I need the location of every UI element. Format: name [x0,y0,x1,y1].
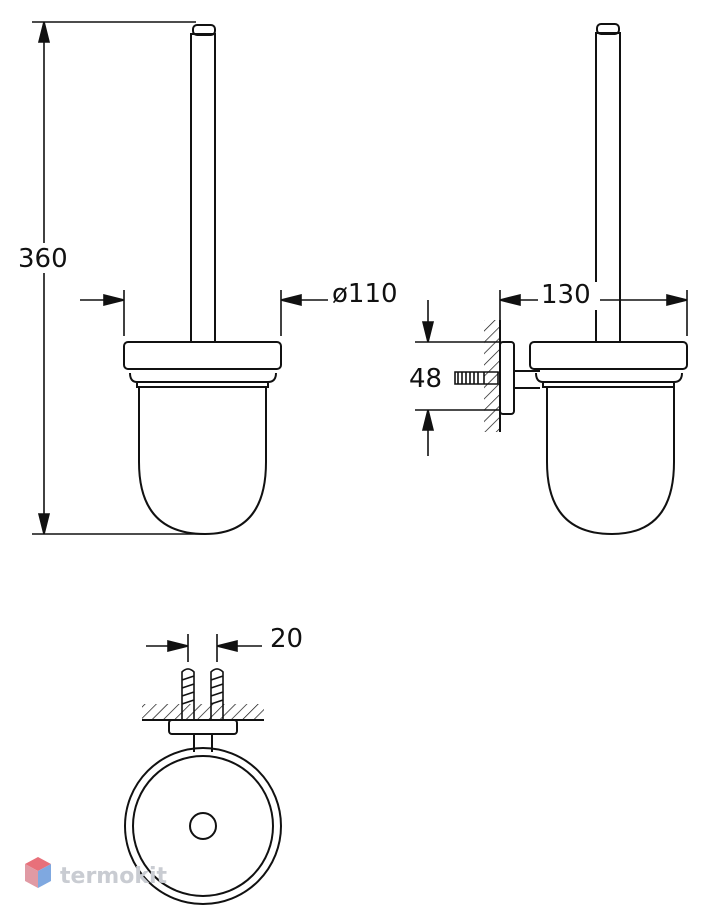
top-view [124,668,282,905]
side-wall-plate [499,341,515,415]
top-arm [193,734,213,752]
diameter-dimension [80,290,328,336]
side-lid [529,341,688,370]
screw-spacing-dimension [146,634,262,662]
top-outer-ring [124,747,282,905]
side-glass-cup [546,387,675,536]
height-label: 360 [18,244,68,274]
bracket-height-label: 48 [409,364,442,394]
top-wall-plate [168,719,238,735]
depth-dimension [499,290,688,336]
side-rim [535,368,683,388]
front-lid [123,341,282,370]
watermark: termokit [25,857,167,889]
top-screw-right [210,668,224,720]
screw-spacing-label: 20 [270,624,303,654]
front-glass-cup [138,387,267,536]
front-handle-rod [190,33,216,343]
side-view [454,23,688,536]
side-arm [514,370,540,389]
top-inner-ring [132,755,274,897]
diameter-label: ø110 [332,279,398,309]
front-rim [129,368,277,388]
termokit-logo-icon [25,857,51,888]
side-handle-rod [595,32,621,343]
watermark-text: termokit [60,864,167,889]
top-center-knob [189,812,217,840]
side-wall-hatch [484,320,500,432]
side-screw [454,371,499,385]
top-wall-hatch [142,704,264,720]
front-view [123,24,282,536]
top-screw-left [181,668,195,720]
depth-label: 130 [541,280,591,310]
height-dimension [32,21,205,535]
bracket-height-dimension [415,300,500,456]
